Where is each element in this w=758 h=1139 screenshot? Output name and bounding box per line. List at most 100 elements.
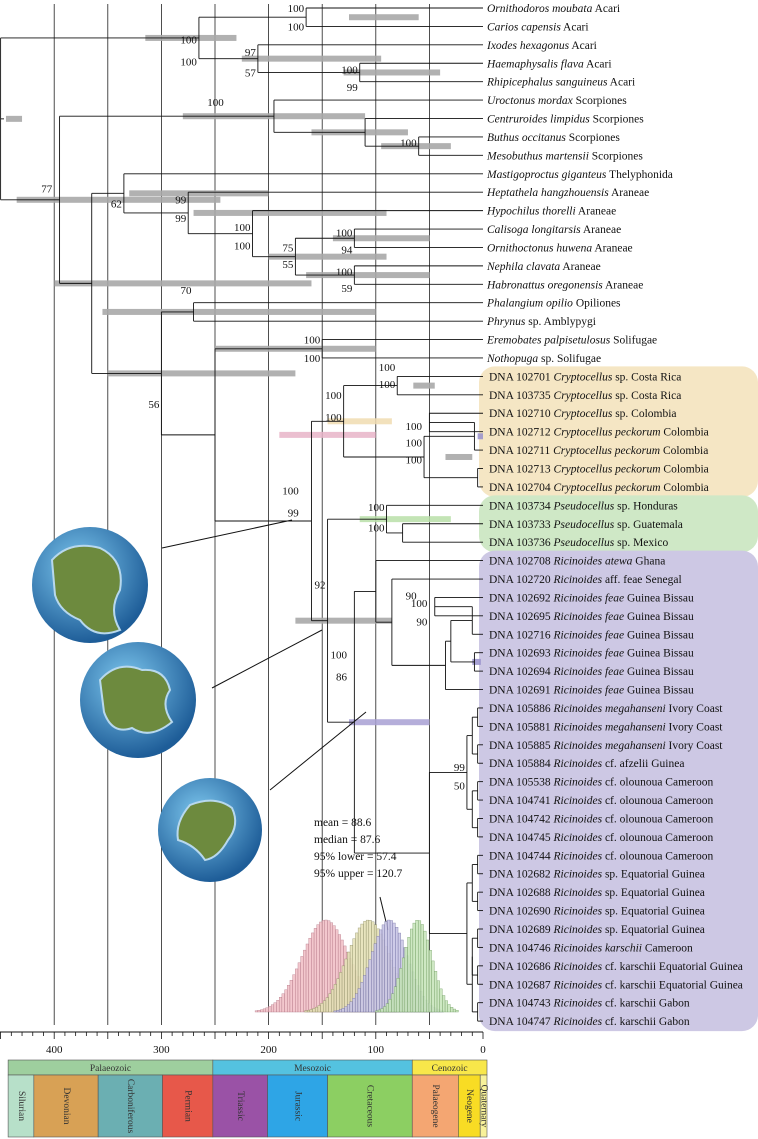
taxon-suffix: cf. olounoua Cameroon xyxy=(602,813,713,825)
support-value: 100 xyxy=(368,502,385,514)
histogram-bar xyxy=(383,1006,387,1013)
histogram-bar xyxy=(455,1010,459,1013)
era-label: Cenozoic xyxy=(432,1064,468,1074)
taxon-prefix: DNA 102710 xyxy=(489,408,554,420)
taxon-label: Centruroides limpidus Scorpiones xyxy=(487,114,644,126)
taxon-suffix: Cameroon xyxy=(642,942,693,954)
taxon-genus: Cryptocellus xyxy=(554,390,613,402)
histogram-bar xyxy=(401,957,405,1013)
taxon-label: Ornithodoros moubata Acari xyxy=(487,3,620,15)
taxon-label: DNA 102690 Ricinoides sp. Equatorial Gui… xyxy=(489,906,705,918)
support-value: 94 xyxy=(341,244,353,256)
taxon-genus: Ricinoides karschii xyxy=(553,942,642,954)
period-label: Neogene xyxy=(464,1089,474,1123)
taxon-genus: Habronattus oregonensis xyxy=(486,279,603,291)
taxon-suffix: Scorpiones xyxy=(573,95,628,107)
histogram-bar xyxy=(436,980,440,1013)
histogram-bar xyxy=(379,929,383,1013)
taxon-label: Phrynus sp. Amblypygi xyxy=(486,316,596,328)
taxon-genus: Ricinoides xyxy=(553,924,603,936)
hpd-bar-ricpse xyxy=(295,617,392,624)
support-value: 100 xyxy=(282,486,299,498)
taxon-genus: Ricinoides feae xyxy=(553,648,625,660)
taxon-label: Heptathela hangzhouensis Araneae xyxy=(486,187,649,199)
histogram-bar xyxy=(373,943,377,1013)
histogram-bar xyxy=(273,1002,277,1013)
taxon-label: DNA 102720 Ricinoides aff. feae Senegal xyxy=(489,574,682,586)
histogram-bar xyxy=(396,978,400,1013)
taxon-suffix: Ivory Coast xyxy=(666,703,724,715)
taxon-suffix: cf. olounoua Cameroon xyxy=(602,777,713,789)
globe-pointer xyxy=(269,711,367,791)
histogram-bar xyxy=(341,965,345,1013)
taxon-suffix: sp. Costa Rica xyxy=(612,390,681,402)
taxon-label: DNA 104744 Ricinoides cf. olounoua Camer… xyxy=(489,850,713,862)
taxon-prefix: DNA 104744 xyxy=(489,850,554,862)
taxon-suffix: Araneae xyxy=(560,261,601,273)
period-label: Silurian xyxy=(16,1091,26,1121)
histogram-bar xyxy=(434,971,438,1013)
taxon-prefix: DNA 102712 xyxy=(489,427,554,439)
taxon-genus: Pseudocellus xyxy=(553,537,615,549)
histogram-bar xyxy=(412,922,416,1013)
taxon-label: DNA 102711 Cryptocellus peckorum Colombi… xyxy=(489,445,708,457)
taxon-label: DNA 102688 Ricinoides sp. Equatorial Gui… xyxy=(489,887,705,899)
support-value: 100 xyxy=(180,34,197,46)
taxon-label: DNA 102682 Ricinoides sp. Equatorial Gui… xyxy=(489,869,705,881)
taxon-genus: Ricinoides xyxy=(553,777,603,789)
taxon-prefix: DNA 102708 xyxy=(489,556,554,568)
support-value: 99 xyxy=(347,82,359,94)
taxon-suffix: cf. afzelii Guinea xyxy=(602,758,684,770)
histogram-bar xyxy=(339,972,343,1013)
histogram-bar xyxy=(260,1009,264,1013)
hpd-bar-t2 xyxy=(54,280,312,287)
histogram-bar xyxy=(360,982,364,1013)
taxon-genus: Ricinoides xyxy=(553,758,603,770)
support-value: 75 xyxy=(282,242,294,254)
taxon-genus: Cryptocellus peckorum xyxy=(553,445,660,457)
period-box xyxy=(33,1074,99,1138)
taxon-suffix: Scorpiones xyxy=(590,114,645,126)
taxon-suffix: cf. karschii Equatorial Guinea xyxy=(602,961,743,973)
taxon-suffix: cf. karschii Gabon xyxy=(602,1016,690,1028)
histogram-bar xyxy=(391,993,395,1013)
taxon-prefix: DNA 104742 xyxy=(489,813,554,825)
support-value: 50 xyxy=(454,780,466,792)
taxon-prefix: DNA 104743 xyxy=(489,998,554,1010)
taxon-label: DNA 102716 Ricinoides feae Guinea Bissau xyxy=(489,629,694,641)
hpd-bar-root xyxy=(5,115,23,122)
globe-land xyxy=(98,665,174,734)
taxon-suffix: cf. karschii Gabon xyxy=(602,998,690,1010)
globe-land xyxy=(50,544,122,635)
histogram-bar xyxy=(317,1005,321,1013)
taxon-label: DNA 104745 Ricinoides cf. olounoua Camer… xyxy=(489,832,713,844)
taxon-suffix: Thelyphonida xyxy=(606,169,673,181)
taxon-genus: Cryptocellus peckorum xyxy=(554,427,661,439)
taxon-genus: Ricinoides xyxy=(553,887,603,899)
taxon-suffix: sp. Solifugae xyxy=(538,353,601,365)
taxon-genus: Ricinoides xyxy=(553,795,603,807)
clade-box-ricinoides xyxy=(479,550,758,1032)
period-label: Devonian xyxy=(61,1088,71,1125)
taxon-genus: Uroctonus mordax xyxy=(487,95,574,107)
taxon-label: DNA 105884 Ricinoides cf. afzelii Guinea xyxy=(489,758,684,770)
taxon-prefix: DNA 102720 xyxy=(489,574,554,586)
support-value: 100 xyxy=(406,454,423,466)
taxon-prefix: DNA 103734 xyxy=(489,500,554,512)
taxon-label: DNA 102693 Ricinoides feae Guinea Bissau xyxy=(489,648,694,660)
histogram-bar xyxy=(444,1000,448,1013)
taxon-prefix: DNA 104747 xyxy=(489,1016,554,1028)
taxon-genus: Cryptocellus peckorum xyxy=(554,482,661,494)
histogram-bar xyxy=(352,997,356,1013)
histogram-bar xyxy=(338,1009,342,1013)
taxon-genus: Ricinoides xyxy=(553,869,603,881)
support-value: 100 xyxy=(304,335,321,347)
histogram-bar xyxy=(363,975,367,1013)
support-value: 90 xyxy=(406,591,418,603)
period-label: Triassic xyxy=(235,1091,245,1121)
taxon-label: DNA 102708 Ricinoides atewa Ghana xyxy=(489,556,665,568)
taxon-label: DNA 102701 Cryptocellus sp. Costa Rica xyxy=(489,371,681,383)
histogram-bar xyxy=(270,1004,274,1013)
hpd-bar-m1 xyxy=(129,190,269,197)
hpd-bar-cps xyxy=(279,431,376,438)
